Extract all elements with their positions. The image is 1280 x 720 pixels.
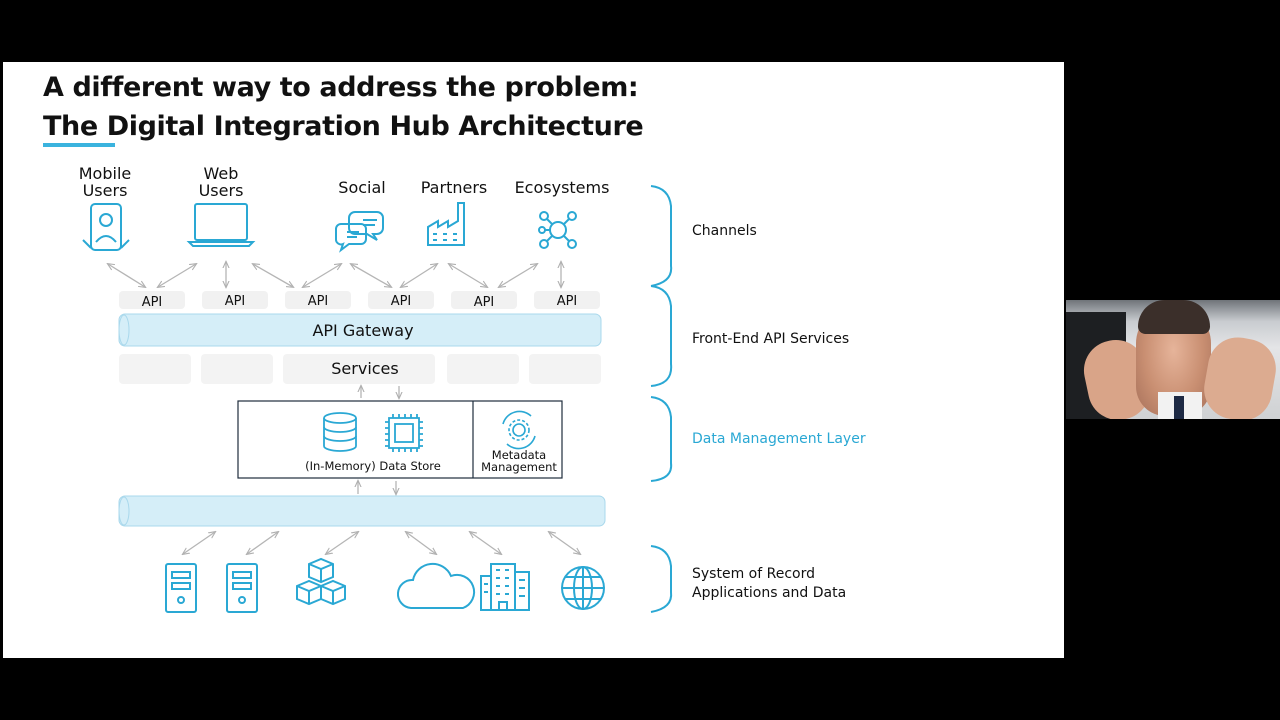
network-hub-icon <box>538 211 577 249</box>
factory-icon <box>427 202 465 246</box>
services-data-arrows <box>361 386 399 398</box>
api-row: API API API API API API <box>119 291 600 310</box>
section-label-channels: Channels <box>692 223 757 239</box>
api-box <box>534 291 600 309</box>
api-gateway-label: API Gateway <box>312 321 413 340</box>
data-management-box: (In-Memory) Data Store Metadata Manageme… <box>237 400 563 479</box>
memory-chip-icon <box>385 414 423 452</box>
section-label-sor-line-2: Applications and Data <box>692 585 847 601</box>
channel-label-mobile-1: Mobile <box>79 164 131 183</box>
channel-label-social: Social <box>338 178 385 197</box>
slide-title: A different way to address the problem: … <box>43 68 644 146</box>
architecture-diagram: Mobile Users Web Users Social Partners E… <box>79 164 673 613</box>
channel-label-ecosystems: Ecosystems <box>515 178 610 197</box>
channel-label-mobile-2: Users <box>83 181 128 200</box>
title-underline <box>43 143 115 147</box>
api-label: API <box>225 294 246 309</box>
cloud-icon <box>396 562 476 609</box>
server-icon <box>226 563 258 613</box>
buildings-icon <box>480 563 530 611</box>
api-box <box>119 291 185 309</box>
api-label: API <box>557 294 578 309</box>
title-line-1: A different way to address the problem: <box>43 72 639 103</box>
api-gateway-bar: API Gateway <box>118 313 602 347</box>
section-label-data-management: Data Management Layer <box>692 431 866 447</box>
api-box <box>202 291 268 309</box>
api-label: API <box>308 294 329 309</box>
api-label: API <box>142 295 163 310</box>
title-line-2: The Digital Integration Hub Architecture <box>43 111 644 142</box>
laptop-icon <box>186 203 256 247</box>
api-box <box>451 291 517 309</box>
channel-label-web-2: Users <box>199 181 244 200</box>
integration-bus-bar <box>118 495 606 527</box>
metadata-label-2: Management <box>481 460 557 474</box>
slide: A different way to address the problem: … <box>3 62 1064 658</box>
section-braces <box>650 185 673 613</box>
channel-label-web-1: Web <box>204 164 239 183</box>
section-label-system-of-record: System of Record Applications and Data <box>692 565 846 603</box>
data-bus-arrows <box>358 481 396 494</box>
systems-arrows <box>183 532 580 554</box>
services-label: Services <box>331 359 398 378</box>
section-label-sor-line-1: System of Record <box>692 566 815 582</box>
channel-api-arrows <box>108 262 561 287</box>
metadata-label-1: Metadata <box>492 448 546 462</box>
globe-icon <box>561 566 605 610</box>
api-box <box>285 291 351 309</box>
api-label: API <box>474 295 495 310</box>
services-row: Services <box>119 354 601 384</box>
chat-bubbles-icon <box>335 211 384 253</box>
channel-label-partners: Partners <box>421 178 487 197</box>
data-store-label: (In-Memory) Data Store <box>305 459 441 473</box>
api-label: API <box>391 294 412 309</box>
mobile-user-icon <box>82 203 130 251</box>
cubes-icon <box>296 557 346 606</box>
api-box <box>368 291 434 309</box>
server-icon <box>165 563 197 613</box>
database-icon <box>323 412 357 452</box>
gear-cycle-icon <box>502 410 536 450</box>
presenter-webcam <box>1066 300 1280 419</box>
section-label-front-end: Front-End API Services <box>692 331 850 347</box>
